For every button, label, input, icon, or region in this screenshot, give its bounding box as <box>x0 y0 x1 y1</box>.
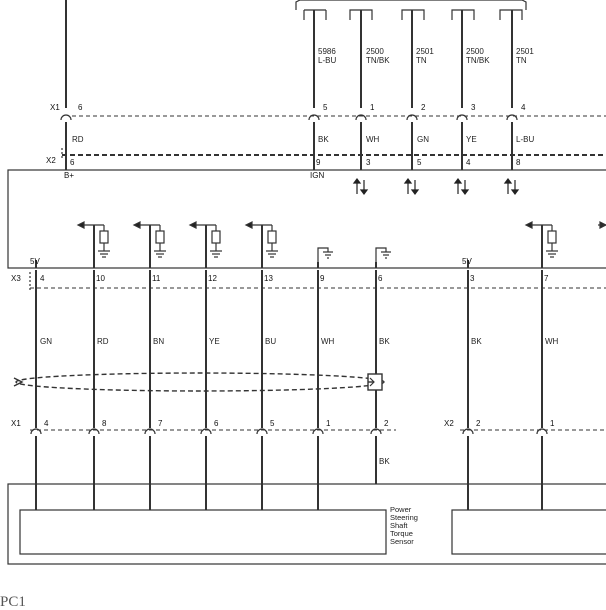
svg-text:4: 4 <box>521 103 526 112</box>
wire-colors-mid: GN RD BN YE BU WH BK BK WH <box>40 337 559 346</box>
svg-text:WH: WH <box>366 135 380 144</box>
svg-text:7: 7 <box>158 419 163 428</box>
voltage-5v-left: 5V <box>30 257 40 266</box>
circuit-color-1: L-BU <box>318 56 336 65</box>
connector-x1-top-terminals <box>60 114 518 121</box>
svg-text:1: 1 <box>550 419 555 428</box>
svg-text:1: 1 <box>370 103 375 112</box>
voltage-5v-right: 5V <box>462 257 472 266</box>
wire-colors-top: RD BK WH GN YE L-BU <box>72 135 534 144</box>
connector-x1-bottom-terminals <box>30 428 382 435</box>
svg-text:9: 9 <box>316 158 321 167</box>
circuit-color-4: TN/BK <box>466 56 490 65</box>
svg-text:WH: WH <box>545 337 559 346</box>
shield-drain-color: BK <box>379 457 390 466</box>
svg-text:7: 7 <box>544 274 549 283</box>
svg-text:YE: YE <box>209 337 220 346</box>
torque-sensor-right-box <box>451 509 606 555</box>
pin-label-b-plus: B+ <box>64 171 74 180</box>
svg-text:3: 3 <box>471 103 476 112</box>
svg-text:10: 10 <box>96 274 105 283</box>
connector-x2-module-pins: 6 9 3 5 4 8 <box>70 158 521 167</box>
circuit-number-1: 5986 <box>318 47 336 56</box>
svg-text:GN: GN <box>417 135 429 144</box>
svg-text:RD: RD <box>72 135 84 144</box>
svg-text:Shaft: Shaft <box>390 521 408 530</box>
circuit-number-4: 2500 <box>466 47 484 56</box>
svg-text:L-BU: L-BU <box>516 135 534 144</box>
svg-text:5: 5 <box>270 419 275 428</box>
svg-text:6: 6 <box>70 158 75 167</box>
svg-text:8: 8 <box>516 158 521 167</box>
svg-text:6: 6 <box>78 103 83 112</box>
circuit-color-5: TN <box>516 56 527 65</box>
connector-x1-bottom-label: X1 <box>11 419 21 428</box>
shield-ellipse <box>13 372 385 392</box>
svg-text:3: 3 <box>470 274 475 283</box>
svg-text:8: 8 <box>102 419 107 428</box>
circuit-number-3: 2501 <box>416 47 434 56</box>
svg-text:2: 2 <box>384 419 389 428</box>
circuit-labels: 5986 L-BU 2500 TN/BK 2501 TN 2500 TN/BK … <box>318 47 534 65</box>
svg-text:9: 9 <box>320 274 325 283</box>
svg-text:6: 6 <box>378 274 383 283</box>
connector-x2-bottom-label: X2 <box>444 419 454 428</box>
connector-x1-top-pins: 6 5 1 2 3 4 <box>78 103 526 112</box>
svg-text:12: 12 <box>208 274 217 283</box>
svg-text:YE: YE <box>466 135 477 144</box>
circuit-number-5: 2501 <box>516 47 534 56</box>
connector-x3-label: X3 <box>11 274 21 283</box>
connector-x1-bottom-pins: 4 8 7 6 5 1 2 <box>44 419 389 428</box>
svg-text:Power: Power <box>390 505 412 514</box>
svg-text:1: 1 <box>326 419 331 428</box>
svg-text:Sensor: Sensor <box>390 537 414 546</box>
svg-text:6: 6 <box>214 419 219 428</box>
connector-x2-module-label: X2 <box>46 156 56 165</box>
svg-text:5: 5 <box>417 158 422 167</box>
svg-text:3: 3 <box>366 158 371 167</box>
internal-input-circuits <box>76 221 606 262</box>
svg-text:BN: BN <box>153 337 164 346</box>
svg-text:2: 2 <box>476 419 481 428</box>
circuit-color-2: TN/BK <box>366 56 390 65</box>
footer-text: PC1 <box>0 594 26 610</box>
connector-x3-pins: 4 10 11 12 13 9 6 3 7 <box>40 274 549 283</box>
svg-text:BK: BK <box>471 337 482 346</box>
svg-text:Steering: Steering <box>390 513 418 522</box>
svg-text:RD: RD <box>97 337 109 346</box>
sensor-outer-box <box>7 483 606 565</box>
svg-text:2: 2 <box>421 103 426 112</box>
svg-text:11: 11 <box>152 274 161 283</box>
control-module-box <box>7 169 606 269</box>
bidirectional-arrows <box>352 178 520 195</box>
svg-text:4: 4 <box>40 274 45 283</box>
svg-text:BK: BK <box>379 337 390 346</box>
pin-label-ign: IGN <box>310 171 324 180</box>
svg-text:Torque: Torque <box>390 529 413 538</box>
circuit-number-2: 2500 <box>366 47 384 56</box>
harness-brace <box>295 0 527 10</box>
svg-text:GN: GN <box>40 337 52 346</box>
svg-text:5: 5 <box>323 103 328 112</box>
svg-text:4: 4 <box>44 419 49 428</box>
circuit-color-3: TN <box>416 56 427 65</box>
svg-text:BU: BU <box>265 337 276 346</box>
torque-sensor-left-box <box>19 509 387 555</box>
svg-text:13: 13 <box>264 274 273 283</box>
svg-text:4: 4 <box>466 158 471 167</box>
connector-x1-top-label: X1 <box>50 103 60 112</box>
svg-text:BK: BK <box>318 135 329 144</box>
component-label: Power Steering Shaft Torque Sensor <box>390 505 418 546</box>
svg-text:WH: WH <box>321 337 335 346</box>
